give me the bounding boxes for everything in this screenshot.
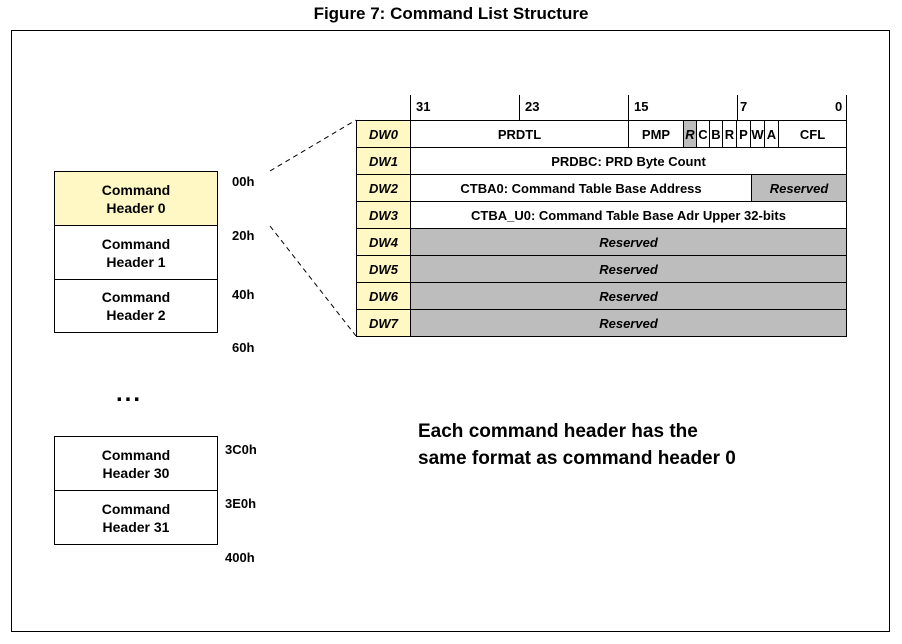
- connector-bottom-line: [269, 225, 357, 337]
- dw7-reserved-field: Reserved: [410, 309, 847, 337]
- dw0-reserved-bit-field: R: [683, 120, 697, 148]
- dw4-label: DW4: [356, 228, 411, 256]
- command-header-31-label: Command Header 31: [101, 500, 171, 535]
- bit-tick-23: [519, 95, 520, 120]
- dw3-ctba-upper-field: CTBA_U0: Command Table Base Adr Upper 32…: [410, 201, 847, 229]
- command-header-30: Command Header 30: [54, 436, 218, 491]
- offset-3e0h: 3E0h: [225, 496, 257, 511]
- offset-400h: 400h: [225, 550, 255, 565]
- dw2-label: DW2: [356, 174, 411, 202]
- dw0-p-field: P: [736, 120, 751, 148]
- command-header-0: Command Header 0: [54, 171, 218, 226]
- dw0-b-field: B: [709, 120, 723, 148]
- bit-tick-15: [628, 95, 629, 120]
- dw0-pmp-field: PMP: [628, 120, 684, 148]
- dw5-label: DW5: [356, 255, 411, 283]
- format-note: Each command header has the same format …: [418, 421, 736, 469]
- bit-tick-31: [410, 95, 411, 120]
- bit-label-7: 7: [740, 99, 748, 114]
- dw1-prdbc-field: PRDBC: PRD Byte Count: [410, 147, 847, 175]
- ellipsis: ...: [116, 380, 143, 407]
- dw7-label: DW7: [356, 309, 411, 337]
- dw1-label: DW1: [356, 147, 411, 175]
- offset-3c0h: 3C0h: [225, 442, 257, 457]
- command-header-2-label: Command Header 2: [101, 289, 171, 323]
- figure-frame: [11, 30, 890, 632]
- dw3-label: DW3: [356, 201, 411, 229]
- dw0-c-field: C: [696, 120, 710, 148]
- dw0-cfl-field: CFL: [778, 120, 847, 148]
- offset-divider-bottom: [217, 436, 218, 545]
- dw0-a-field: A: [764, 120, 779, 148]
- bit-tick-7: [737, 95, 738, 120]
- bit-label-15: 15: [634, 99, 649, 114]
- connector-top-line: [269, 119, 357, 172]
- bit-label-0: 0: [835, 99, 843, 114]
- offset-20h: 20h: [232, 228, 255, 243]
- command-header-0-label: Command Header 0: [101, 181, 171, 216]
- bit-tick-0: [846, 95, 847, 120]
- dw2-ctba-field: CTBA0: Command Table Base Address: [410, 174, 752, 202]
- command-header-1-label: Command Header 1: [101, 235, 171, 270]
- command-header-30-label: Command Header 30: [101, 446, 171, 481]
- bit-label-23: 23: [525, 99, 540, 114]
- dw6-reserved-field: Reserved: [410, 282, 847, 310]
- figure-title: Figure 7: Command List Structure: [313, 4, 589, 23]
- dw0-label: DW0: [356, 120, 411, 148]
- bit-label-31: 31: [416, 99, 431, 114]
- dw4-reserved-field: Reserved: [410, 228, 847, 256]
- dw0-prdtl-field: PRDTL: [410, 120, 629, 148]
- offset-60h: 60h: [232, 340, 255, 355]
- dw0-r-field: R: [722, 120, 737, 148]
- dw0-w-field: W: [750, 120, 765, 148]
- dw5-reserved-field: Reserved: [410, 255, 847, 283]
- dw2-reserved-field: Reserved: [751, 174, 847, 202]
- offset-divider-top: [217, 171, 218, 333]
- dw6-label: DW6: [356, 282, 411, 310]
- offset-40h: 40h: [232, 287, 255, 302]
- offset-00h: 00h: [232, 174, 255, 189]
